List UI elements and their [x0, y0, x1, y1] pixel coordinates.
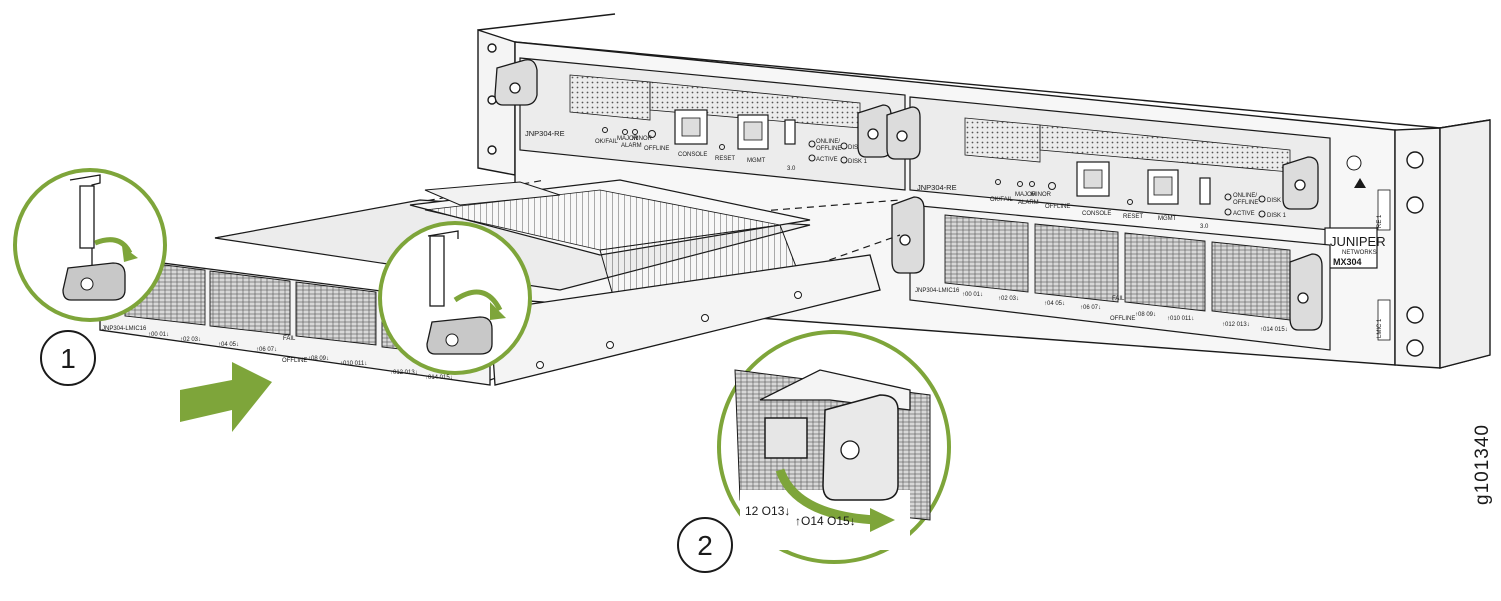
re-back-led-okfail: OK/FAIL: [595, 139, 618, 145]
detail-port-label-1415: ↑O14 O15↓: [795, 514, 856, 528]
lmic-inserting-fail: FAIL: [283, 336, 296, 342]
re-front-led-major: MAJOR: [1015, 192, 1037, 198]
lmic-slot-tag: LMIC 1: [1377, 318, 1383, 338]
re-front-usb-label: 3.0: [1200, 224, 1209, 230]
re-back-usb-port[interactable]: [784, 119, 796, 145]
re-slot-tag: RE 1: [1377, 214, 1383, 228]
routing-engine-back: JNP304-RE OK/FAIL MAJOR MINOR ALARM OFFL…: [519, 57, 906, 191]
esd-warning-icon: [1354, 178, 1366, 188]
re-front-status-online: ONLINE/: [1233, 193, 1257, 199]
lmic-installed-port-0203: ↑02 03↓: [998, 296, 1019, 302]
re-back-active: ACTIVE: [816, 157, 838, 163]
re-front-led-minor: MINOR: [1031, 192, 1052, 198]
re-front-disk1: DISK 1: [1267, 213, 1287, 219]
lmic-installed: JNP304-LMIC16 ↑00 01↓ ↑02 03↓ ↑04 05↓ ↑0…: [909, 204, 1331, 351]
re-front-name: JNP304-RE: [917, 183, 957, 192]
lmic-installed-port-1213: ↑012 013↓: [1222, 322, 1250, 328]
ejector-knob-lmic-installed-left[interactable]: [891, 196, 925, 274]
re-back-console-label: CONSOLE: [678, 152, 707, 158]
rotate-arrow-detail: [775, 468, 876, 525]
re-back-status-online: ONLINE/: [816, 139, 840, 145]
figure-id: g101340: [1472, 424, 1493, 506]
re-back-disk1: DISK 1: [848, 159, 868, 165]
ejector-knob-callout-center[interactable]: [426, 316, 493, 355]
lmic-installed-port-1415: ↑014 015↓: [1260, 327, 1288, 333]
callout-detail-latch: 12 O13↓ ↑O14 O15↓: [717, 330, 951, 564]
lmic-inserting-port-1011: ↑010 011↓: [340, 361, 367, 367]
brand-subtitle: NETWORKS: [1342, 250, 1377, 256]
lmic-inserting-port-0001: ↑00 01↓: [148, 332, 169, 338]
re-back-led-minor: MINOR: [632, 136, 653, 142]
ejector-knob-callout-detail[interactable]: [822, 394, 899, 501]
re-back-mgmt-label: MGMT: [747, 158, 766, 164]
ejector-knob-re-back[interactable]: [494, 59, 538, 106]
re-front-disk0: DISK 0: [1267, 198, 1287, 204]
step-marker-2: 2: [677, 517, 733, 573]
re-front-reset-label: RESET: [1123, 214, 1143, 220]
lmic-installed-port-1011: ↑010 011↓: [1167, 316, 1194, 322]
lmic-installed-port-0809: ↑08 09↓: [1135, 312, 1156, 318]
insertion-arrow: [180, 362, 272, 432]
re-front-usb-port[interactable]: [1199, 177, 1211, 205]
lmic-inserting-port-0203: ↑02 03↓: [180, 337, 201, 343]
lmic-inserting-port-0607: ↑06 07↓: [256, 347, 277, 353]
model-name: MX304: [1333, 257, 1362, 267]
re-back-led-alarm: ALARM: [621, 143, 642, 149]
callout-left-ejector: [13, 168, 167, 322]
lmic-inserting-port-1415: ↑014 015↓: [425, 375, 453, 381]
lmic-installed-name: JNP304-LMIC16: [915, 288, 960, 294]
step-number-2: 2: [697, 530, 713, 561]
re-back-reset-label: RESET: [715, 156, 735, 162]
re-front-led-offline: OFFLINE: [1045, 204, 1070, 210]
chassis-top-edge: [477, 13, 616, 31]
lmic-installed-port-0001: ↑00 01↓: [962, 292, 983, 298]
re-front-led-alarm: ALARM: [1018, 200, 1039, 206]
detail-port-label-1213: 12 O13↓: [745, 504, 790, 518]
re-back-status-offline: OFFLINE: [816, 146, 841, 152]
ejector-knob-lmic-installed-right[interactable]: [1289, 253, 1323, 331]
callout-center-ejector: [378, 221, 532, 375]
latch-bracket[interactable]: [764, 417, 808, 459]
lmic-inserting-name: JNP304-LMIC16: [102, 326, 147, 332]
ejector-knobs: [494, 59, 1323, 331]
re-front-active: ACTIVE: [1233, 211, 1255, 217]
routing-engine-front: JNP304-RE OK/FAIL MAJOR MINOR ALARM OFFL…: [909, 96, 1331, 231]
step-marker-1: 1: [40, 330, 96, 386]
re-back-name: JNP304-RE: [525, 129, 565, 138]
re-front-console-label: CONSOLE: [1082, 211, 1111, 217]
lmic-inserting-offline: OFFLINE: [282, 358, 307, 364]
re-front-status-offline: OFFLINE: [1233, 200, 1258, 206]
re-front-mgmt-label: MGMT: [1158, 216, 1177, 222]
ejector-knob-callout-left[interactable]: [62, 262, 126, 301]
brand-logo: JUNIPER: [1330, 234, 1386, 249]
lmic-installed-fail: FAIL: [1112, 296, 1125, 302]
rotate-arrow-center: [453, 289, 503, 312]
step-number-1: 1: [60, 343, 76, 374]
chassis-top-right-edge: [514, 41, 1441, 129]
lmic-installed-port-0607: ↑06 07↓: [1080, 305, 1101, 311]
re-back-usb-label: 3.0: [787, 166, 796, 172]
re-front-led-okfail: OK/FAIL: [990, 197, 1013, 203]
lmic-inserting-port-0405: ↑04 05↓: [218, 342, 239, 348]
rotate-arrow-left: [94, 237, 133, 255]
re-back-led-major: MAJOR: [617, 136, 639, 142]
re-back-mgmt-port[interactable]: [737, 114, 769, 150]
lmic-inserting-port-0809: ↑08 09↓: [308, 356, 329, 362]
lmic-installed-port-0405: ↑04 05↓: [1044, 301, 1065, 307]
re-back-led-offline: OFFLINE: [644, 146, 669, 152]
chassis-badge: JUNIPER NETWORKS MX304 RE 1 LMIC 1: [1324, 155, 1391, 341]
lmic-inserting-port-1213: ↑012 013↓: [390, 370, 418, 376]
lmic-installed-offline: OFFLINE: [1110, 316, 1135, 322]
